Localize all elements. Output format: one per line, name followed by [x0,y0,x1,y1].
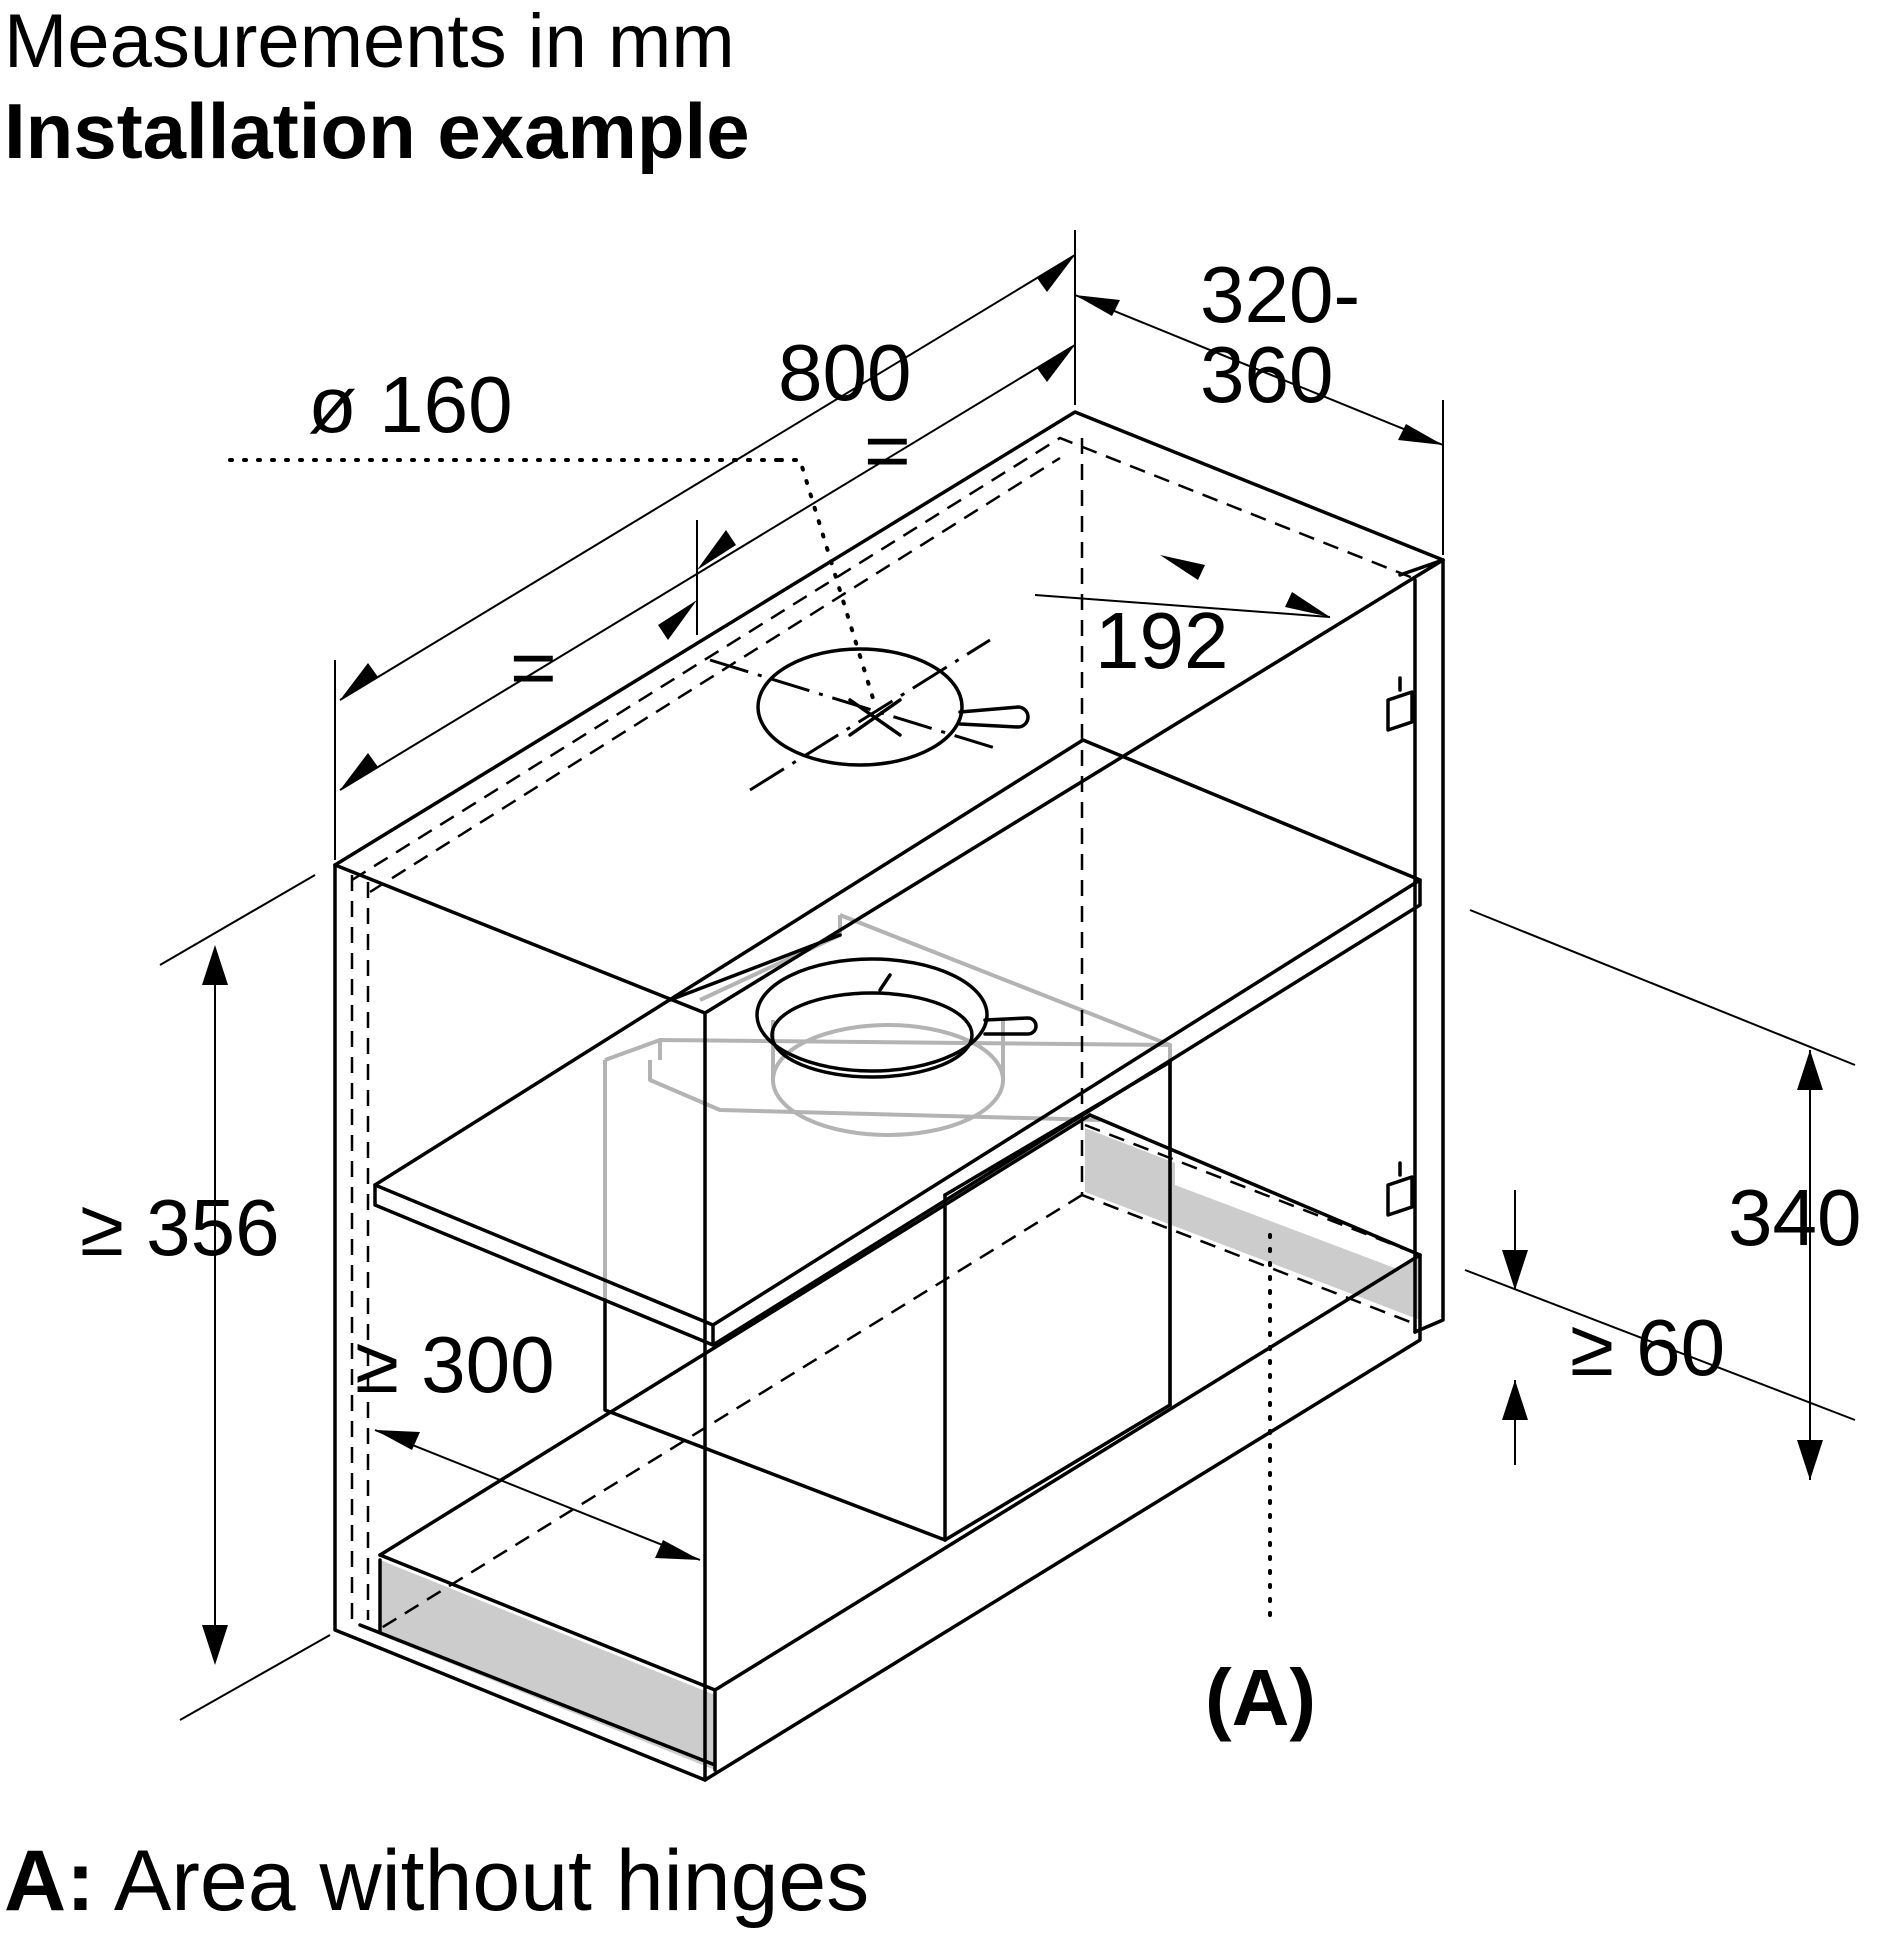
legend-key: A: [4,1833,95,1929]
duct-ring [755,957,1038,1079]
duct-opening [228,458,1030,792]
legend-text: Area without hinges [113,1833,870,1929]
wall-cabinet [333,410,1445,1782]
hinge-area-callout: (A) [1205,1653,1316,1742]
units-caption: Measurements in mm [4,0,735,84]
depth-label-line1: 320- [1200,250,1360,339]
equal-sign-right: = [864,406,911,495]
panel-height-label: ≥ 60 [1570,1303,1725,1392]
height-inner-label: ≥ 300 [355,1320,555,1409]
width-label: 800 [778,328,911,417]
depth-label-line2: 360 [1200,330,1333,419]
arrowheads [202,255,1823,1665]
duct-diameter-label: ø 160 [308,360,513,449]
depth-offset-label: 192 [1095,596,1228,685]
height-total-label: ≥ 356 [80,1183,280,1272]
dimension-labels: 800 = = ø 160 320- 360 192 ≥ 356 ≥ 300 3… [80,250,1861,1742]
legend-note: A: Area without hinges [4,1838,869,1924]
equal-sign-left: = [510,623,557,712]
diagram-title: Installation example [4,87,750,175]
height-front-label: 340 [1728,1173,1861,1262]
